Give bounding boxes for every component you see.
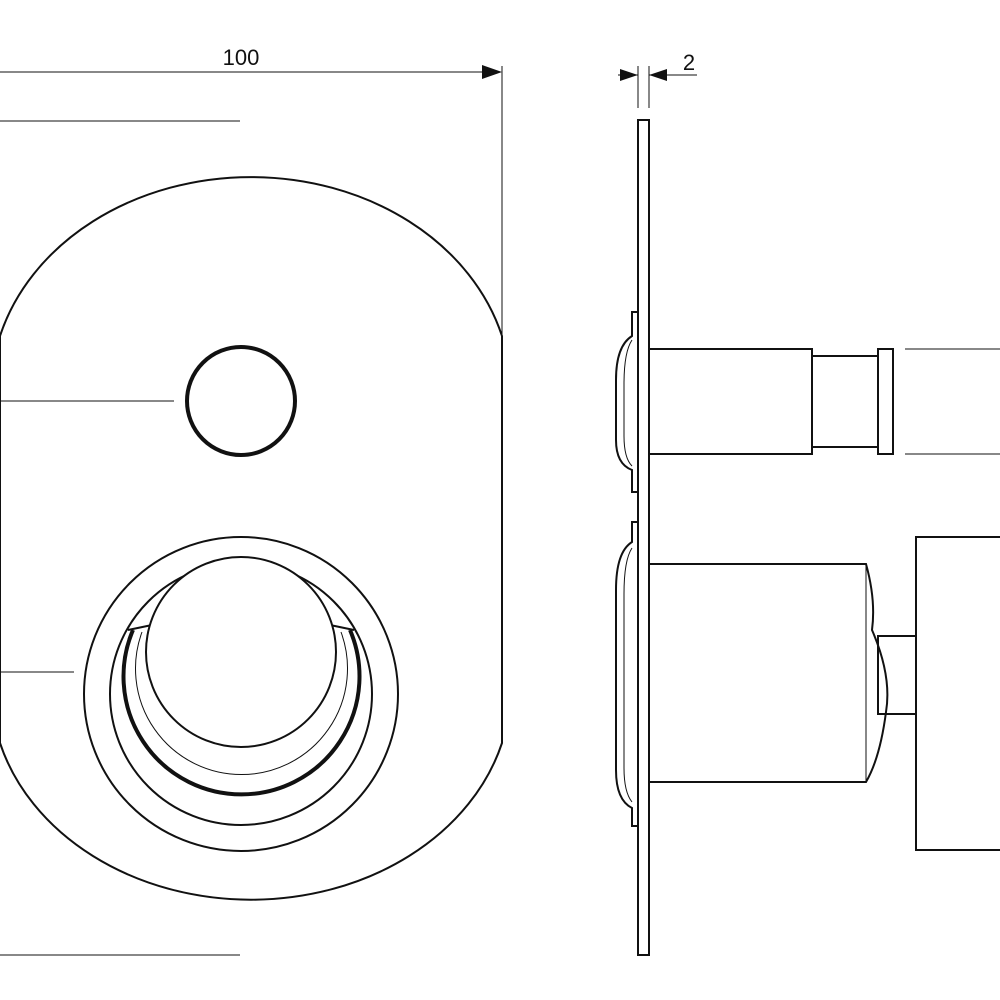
knob-crescent-inner [135,631,348,776]
knob-outer-ring [83,536,399,852]
cover-plate-side [637,119,650,956]
knob-handle-disk [145,556,337,748]
diverter-button [185,345,297,457]
front-view: 100 [0,45,503,956]
knob-handle-side [915,536,1000,851]
button-seat-inner [623,339,633,467]
knob-spindle [877,635,917,715]
thickness-arrow-right [649,69,667,81]
knob-seat-inner [623,547,633,803]
thickness-arrow-left [620,69,638,81]
button-stem-neck [811,355,879,448]
knob-crescent-left-edge [127,624,153,631]
knob-seat-flange [615,521,638,827]
side-view: 2 [615,50,1000,956]
knob-crescent-outer [121,629,362,797]
width-dimension-arrow [482,65,502,79]
button-seat-flange [615,311,638,493]
knob-crescent-right-edge [329,624,355,631]
thickness-dimension: 2 [618,50,697,108]
knob-body [649,563,889,783]
width-dimension-label: 100 [223,45,260,70]
button-stem-cap [877,348,894,455]
button-stem-body [648,348,813,455]
cover-plate-outline [0,176,503,901]
width-dimension: 100 [0,45,503,340]
thickness-dimension-label: 2 [683,50,695,75]
